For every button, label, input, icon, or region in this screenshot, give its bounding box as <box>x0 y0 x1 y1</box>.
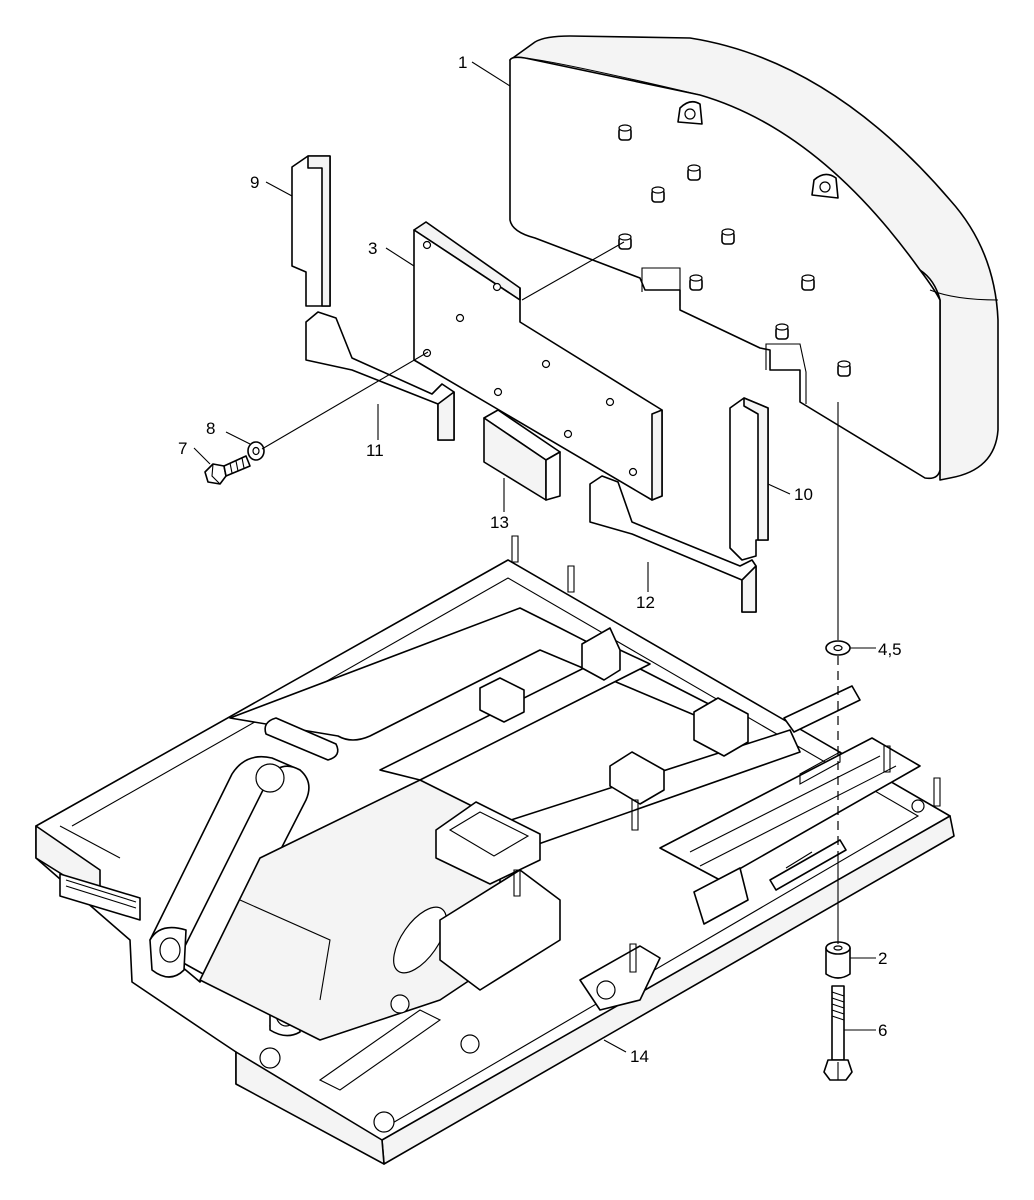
pad-part-9 <box>291 155 331 307</box>
callout-14: 14 <box>630 1047 649 1066</box>
washer-part-4-5 <box>825 640 851 656</box>
mounting-bosses <box>618 124 851 377</box>
callout-1: 1 <box>458 53 467 72</box>
callout-10: 10 <box>794 485 813 504</box>
leader-lines <box>193 61 876 1053</box>
callout-12: 12 <box>636 593 655 612</box>
callout-8: 8 <box>206 419 215 438</box>
bolt-part-6 <box>823 985 853 1081</box>
callout-2: 2 <box>878 949 887 968</box>
callout-4-5: 4,5 <box>878 640 902 659</box>
upper-frame-part-14 <box>35 535 955 1165</box>
callout-13: 13 <box>490 513 509 532</box>
plate-part-3 <box>413 221 663 501</box>
bolt-part-7 <box>204 455 251 485</box>
callout-3: 3 <box>368 239 377 258</box>
callout-labels: 1 2 3 4,5 6 7 8 9 10 11 12 13 14 <box>178 53 902 1066</box>
spacer-part-2 <box>825 941 851 979</box>
callout-7: 7 <box>178 439 187 458</box>
pad-part-10 <box>729 397 769 561</box>
callout-11: 11 <box>366 441 384 460</box>
callout-9: 9 <box>250 173 259 192</box>
callout-6: 6 <box>878 1021 887 1040</box>
rail-part-11 <box>305 311 455 441</box>
counterweight-part-1 <box>509 35 999 481</box>
washer-part-8 <box>247 441 265 461</box>
rail-part-12 <box>589 475 757 613</box>
